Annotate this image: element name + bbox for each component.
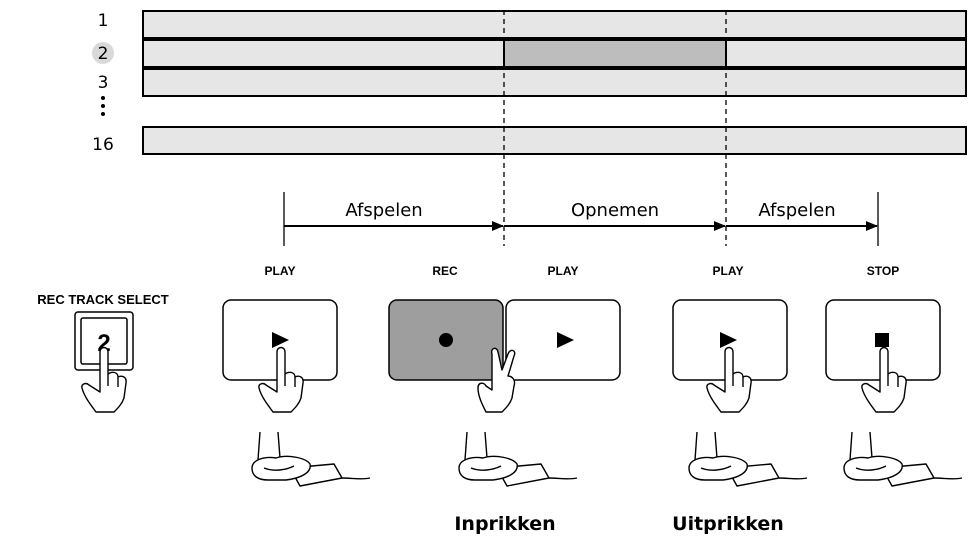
pointing-hand-icon bbox=[861, 346, 907, 413]
play-button-3-label: PLAY bbox=[713, 264, 744, 278]
foot-pedal-icon bbox=[843, 431, 963, 487]
play-button-3[interactable] bbox=[672, 299, 788, 381]
two-finger-hand-icon bbox=[477, 347, 516, 413]
record-icon bbox=[439, 333, 453, 347]
rec-button-label: REC bbox=[432, 264, 458, 278]
punch-in-label: Inprikken bbox=[454, 513, 555, 535]
stop-icon bbox=[875, 333, 889, 347]
track-bar-3 bbox=[142, 68, 967, 97]
segment-label-afspelen-1: Afspelen bbox=[345, 200, 422, 221]
track-number-2: 2 bbox=[98, 44, 109, 64]
pointing-hand-icon bbox=[258, 346, 304, 413]
track-number-1: 1 bbox=[98, 11, 109, 31]
foot-pedal-icon bbox=[251, 431, 371, 487]
play-icon bbox=[720, 332, 737, 348]
play-button-1-label: PLAY bbox=[265, 264, 296, 278]
rec-track-select-button[interactable]: 2 bbox=[74, 311, 134, 371]
foot-pedal-icon bbox=[688, 431, 808, 487]
stop-button-label: STOP bbox=[867, 264, 899, 278]
play-icon bbox=[557, 332, 574, 348]
play-button-2-label: PLAY bbox=[548, 264, 579, 278]
segment-label-opnemen: Opnemen bbox=[571, 200, 659, 221]
foot-pedal-icon bbox=[458, 431, 578, 487]
track-bar-16 bbox=[142, 126, 967, 155]
track-bar-1 bbox=[142, 10, 967, 39]
rec-track-select-label: REC TRACK SELECT bbox=[37, 292, 169, 307]
segment-label-afspelen-2: Afspelen bbox=[758, 200, 835, 221]
track-2-highlight-circle bbox=[92, 42, 114, 64]
track-continuation-dots bbox=[101, 96, 105, 116]
pointing-hand-icon bbox=[81, 346, 127, 413]
play-button-2[interactable] bbox=[505, 299, 621, 381]
rec-button[interactable] bbox=[388, 299, 504, 381]
track-number-3: 3 bbox=[98, 73, 109, 93]
track-number-16: 16 bbox=[92, 135, 114, 155]
play-icon bbox=[272, 332, 289, 348]
pointing-hand-icon bbox=[706, 346, 752, 413]
track-2-recorded-region bbox=[503, 39, 727, 68]
punch-out-label: Uitprikken bbox=[672, 513, 784, 535]
